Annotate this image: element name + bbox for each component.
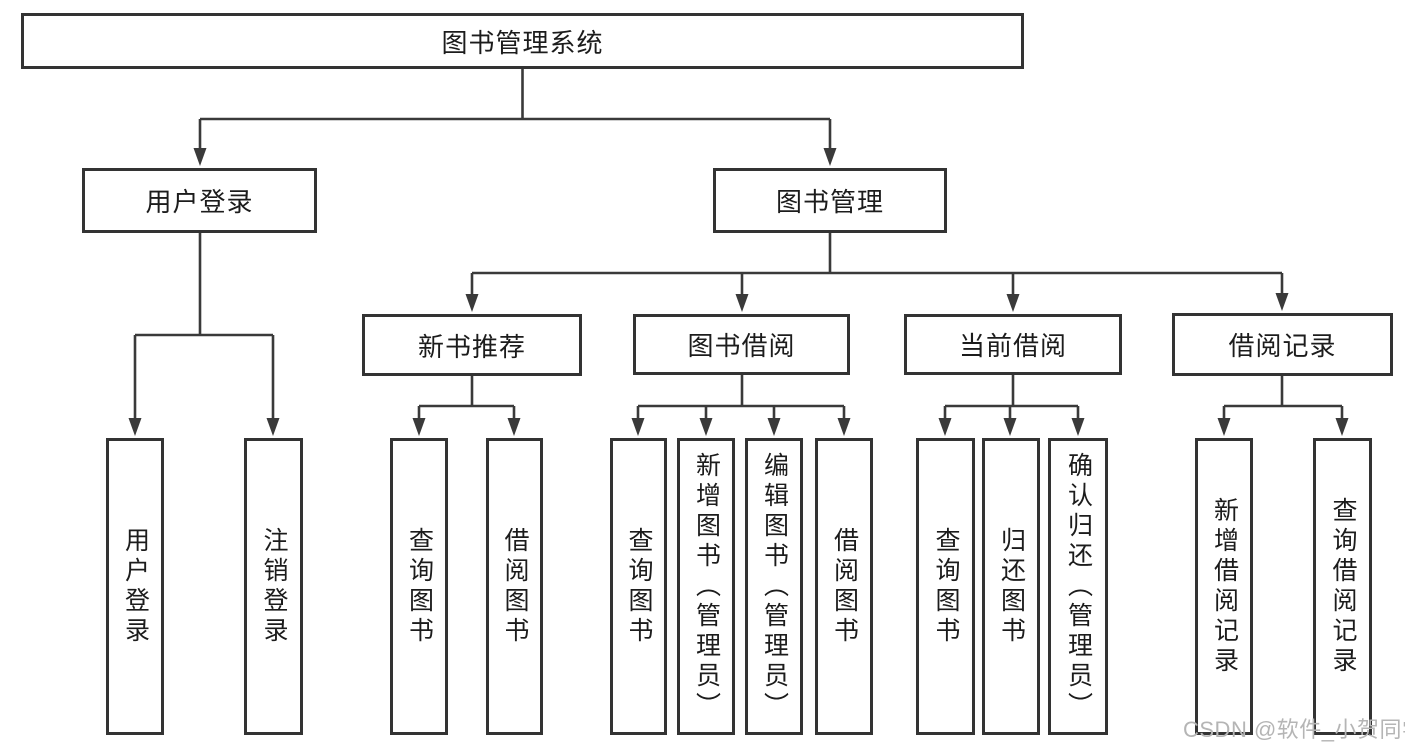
leaf-current-query-book-label: 查询图书 <box>932 526 960 647</box>
leaf-borrow-query-book: 查询图书 <box>610 438 667 735</box>
leaf-recommend-borrow-book: 借阅图书 <box>486 438 543 735</box>
leaf-query-borrow-record-label: 查询借阅记录 <box>1329 496 1357 677</box>
node-library-management-system: 图书管理系统 <box>21 13 1024 69</box>
node-new-book-recommend: 新书推荐 <box>362 314 582 376</box>
leaf-current-query-book: 查询图书 <box>916 438 975 735</box>
leaf-confirm-return-admin-label: 确认归还（管理员） <box>1064 451 1093 722</box>
leaf-recommend-borrow-book-label: 借阅图书 <box>501 526 529 647</box>
csdn-watermark: CSDN @软件_小贺同学 <box>1183 717 1405 742</box>
node-user-login-label: 用户登录 <box>145 187 254 217</box>
node-user-login: 用户登录 <box>82 168 317 233</box>
node-book-borrow-label: 图书借阅 <box>687 331 796 361</box>
leaf-logout-label: 注销登录 <box>260 526 288 647</box>
node-borrow-records: 借阅记录 <box>1172 313 1393 376</box>
node-book-borrow: 图书借阅 <box>633 314 850 375</box>
leaf-recommend-query-book-label: 查询图书 <box>405 526 434 647</box>
node-book-management-label: 图书管理 <box>775 187 884 217</box>
leaf-add-borrow-record: 新增借阅记录 <box>1195 438 1253 735</box>
leaf-logout: 注销登录 <box>244 438 303 735</box>
leaf-add-book-admin-label: 新增图书（管理员） <box>692 451 721 722</box>
leaf-add-book-admin: 新增图书（管理员） <box>677 438 735 735</box>
leaf-borrow-book-label: 借阅图书 <box>830 526 859 647</box>
node-borrow-records-label: 借阅记录 <box>1228 331 1337 361</box>
leaf-confirm-return-admin: 确认归还（管理员） <box>1048 438 1108 735</box>
leaf-user-login-label: 用户登录 <box>121 526 150 647</box>
node-book-management: 图书管理 <box>713 168 947 233</box>
leaf-edit-book-admin-label: 编辑图书（管理员） <box>760 451 789 722</box>
node-root-label: 图书管理系统 <box>441 27 604 58</box>
leaf-query-borrow-record: 查询借阅记录 <box>1313 438 1372 735</box>
leaf-recommend-query-book: 查询图书 <box>390 438 448 735</box>
leaf-add-borrow-record-label: 新增借阅记录 <box>1210 496 1239 677</box>
node-current-borrow-label: 当前借阅 <box>958 331 1067 361</box>
leaf-borrow-query-book-label: 查询图书 <box>625 526 653 647</box>
leaf-borrow-book: 借阅图书 <box>815 438 873 735</box>
leaf-return-book-label: 归还图书 <box>997 526 1026 647</box>
node-new-book-recommend-label: 新书推荐 <box>417 331 526 362</box>
node-current-borrow: 当前借阅 <box>904 314 1122 375</box>
leaf-user-login: 用户登录 <box>106 438 164 735</box>
leaf-return-book: 归还图书 <box>982 438 1040 735</box>
leaf-edit-book-admin: 编辑图书（管理员） <box>745 438 803 735</box>
